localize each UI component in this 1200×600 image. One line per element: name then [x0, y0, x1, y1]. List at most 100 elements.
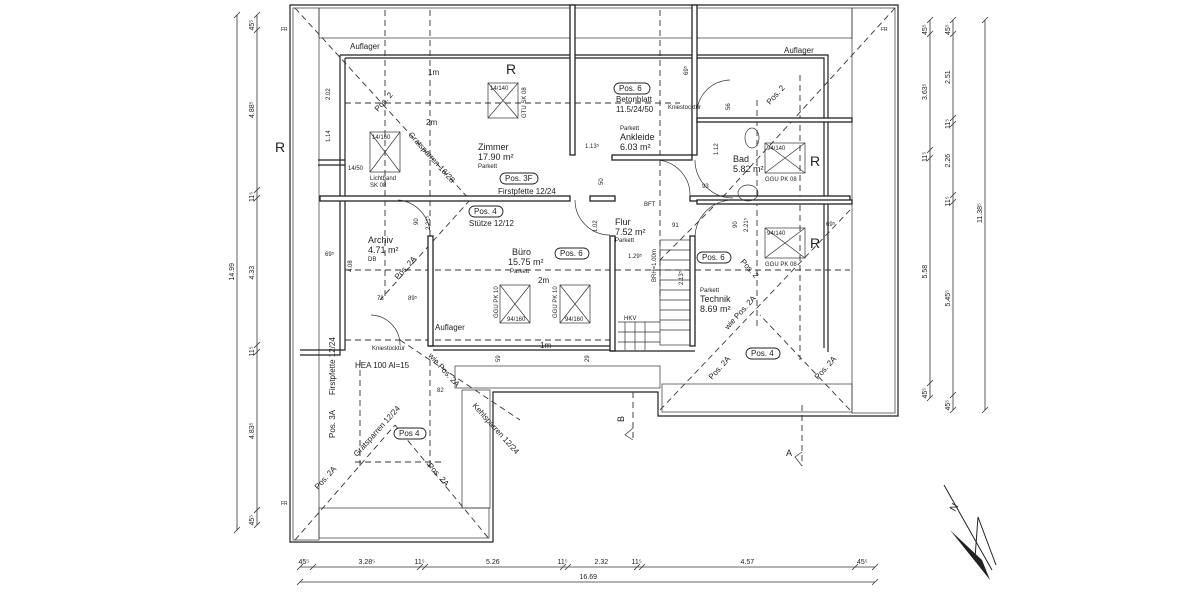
kehlsparren-label: Kehlsparren 12/24 [471, 401, 522, 456]
room-floor: Parkett [620, 126, 639, 132]
dim-label: 50 [599, 178, 605, 185]
dim-tick [296, 578, 304, 586]
dim-label: 4.08 [348, 260, 354, 272]
dim-label: 11⁵ [632, 559, 642, 566]
window-type: GGU PK 10 [494, 286, 500, 318]
pos2a-label: Pos. 2A [426, 461, 452, 488]
dim-tick [559, 563, 567, 571]
door-swings [370, 79, 734, 346]
room-floor: Parkett [510, 269, 529, 275]
roof-eaves [292, 7, 896, 541]
dim-tick [949, 406, 957, 414]
dim-tick [253, 186, 261, 194]
room-name: Büro [512, 247, 531, 257]
dim-tick [253, 194, 261, 202]
dim-label: 45⁵ [299, 559, 310, 566]
dimension-chains: 14.9945⁵4.88⁵11⁵4.3311⁵4.83⁵45⁵45⁵3.63⁵1… [229, 11, 989, 586]
window-type: GGU PK 08 [765, 262, 797, 268]
window-type: GTU SK 08 [522, 87, 528, 118]
section-label: B [616, 416, 626, 422]
north-label: N [948, 502, 961, 514]
dim-label: 90 [733, 221, 739, 228]
room-floor: Parkett [615, 238, 634, 244]
dim-label: 1.14 [326, 130, 332, 142]
dim-tick [926, 394, 934, 402]
room-floor: Parkett [478, 164, 497, 170]
window-type: GGU PK 10 [553, 286, 559, 318]
dim-tick [949, 191, 957, 199]
window-size: 14/160 [372, 135, 391, 141]
window-labels: 14/140 GTU SK 08 14/160 14/50 Lichtband … [348, 86, 797, 323]
dim-tick [253, 341, 261, 349]
dim-label: 45⁵ [945, 24, 952, 35]
fr-label: FR [281, 501, 288, 507]
dim-label: 69⁵ [325, 251, 335, 258]
line-1m-label: 1m [428, 68, 439, 77]
room-name: Zimmer [478, 142, 509, 152]
room-flur: Flur 7.52 m² Parkett [615, 217, 646, 244]
dim-tick [926, 16, 934, 24]
line-1m-label: 1m [540, 341, 551, 350]
roof-mark: R [810, 153, 820, 169]
dim-label: 14.99 [229, 263, 236, 281]
dim-tick [949, 120, 957, 128]
dim-label: 4.88⁵ [249, 101, 256, 118]
pos2a-label: Pos. 2A [813, 354, 839, 381]
dim-tick [926, 30, 934, 38]
dim-label: 1.13⁵ [585, 143, 600, 150]
dim-label: 56 [726, 103, 732, 110]
staircase [618, 239, 691, 350]
inner-dimensions: 2.02 1.14 69⁵ 4.08 78 89⁵ 82 1.13⁵ 1.29⁵… [325, 65, 836, 394]
room-floor: DB [368, 257, 376, 263]
dim-label: 82 [437, 388, 444, 394]
pos4-label: Pos. 4 [474, 207, 497, 216]
auflager-label: Auflager [784, 46, 814, 55]
dim-tick [871, 563, 879, 571]
dim-label: 5.45⁵ [945, 290, 952, 307]
roof-mark: R [810, 235, 820, 251]
dim-label: 89⁵ [408, 295, 418, 302]
dim-label: 2.32 [595, 559, 609, 566]
dim-label: 45⁵ [249, 20, 256, 31]
section-marker-a: A [786, 405, 803, 467]
auflager-label: Auflager [350, 42, 380, 51]
dim-tick [949, 391, 957, 399]
dim-tick [421, 563, 429, 571]
window-size: 94/160 [507, 317, 526, 323]
room-floor: Parkett [700, 288, 719, 294]
roof-windows [369, 82, 806, 324]
line-2m-label: 2m [426, 118, 437, 127]
window-size: 94/160 [565, 317, 584, 323]
dim-label: 4.83⁵ [249, 422, 256, 439]
pos2a-label: Pos. 2A [707, 354, 733, 381]
dim-label: 5.58 [922, 265, 929, 279]
brh-label: BRH=1.00m [652, 249, 658, 282]
dim-label: 11⁵ [558, 559, 568, 566]
auflager-label: Auflager [435, 323, 465, 332]
betonblatt-size: 11.5/24/50 [616, 105, 654, 114]
dim-label: 91 [672, 223, 679, 229]
window-size: 14/50 [348, 166, 364, 172]
dim-tick [253, 26, 261, 34]
dim-label: 2.13⁵ [678, 270, 685, 285]
dim-label: 45⁵ [922, 24, 929, 35]
dim-label: 2.51 [945, 70, 952, 84]
dim-tick [233, 526, 241, 534]
dim-label: 93 [702, 184, 709, 190]
dim-label: 2.21⁵ [743, 217, 750, 232]
dim-tick [564, 563, 572, 571]
dim-tick [981, 16, 989, 24]
window-size: 94/140 [767, 231, 786, 237]
bft-label: BFT [644, 202, 656, 208]
dim-label: 90 [414, 218, 420, 225]
dim-label: 3.28⁵ [359, 559, 376, 566]
fr-label: FR [281, 27, 288, 33]
dim-label: 11.38⁵ [977, 203, 984, 223]
dim-tick [926, 379, 934, 387]
dim-label: 29 [585, 355, 591, 362]
roof-mark: R [506, 61, 516, 77]
dim-label: 2.26 [945, 154, 952, 168]
room-name: Ankleide [620, 132, 655, 142]
dim-label: 11⁵ [249, 346, 256, 356]
